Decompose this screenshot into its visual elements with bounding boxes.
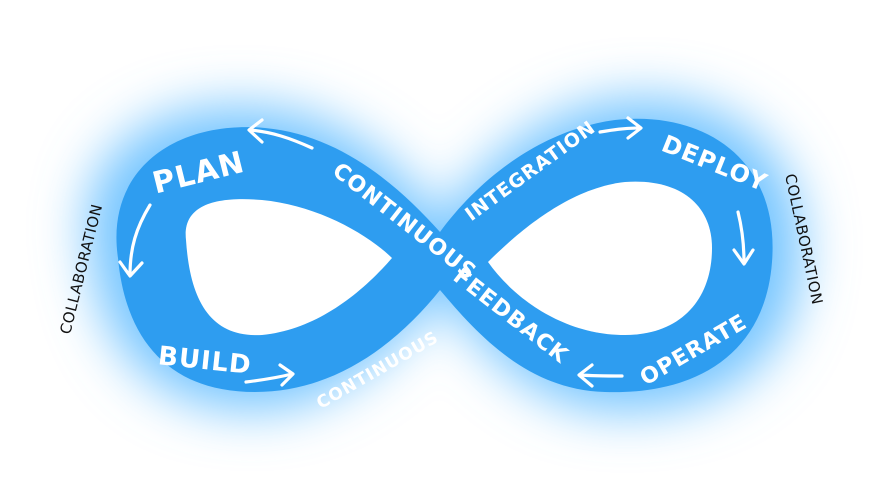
arrow-build-to-continuous-icon	[244, 363, 295, 387]
arrow-plan-to-build-icon	[118, 203, 152, 278]
left-hole	[185, 199, 392, 336]
arrow-integration-to-deploy-icon	[598, 116, 643, 140]
arrow-operate-to-feedback-icon	[577, 363, 624, 388]
arrow-to-plan-icon	[247, 118, 314, 150]
arrow-deploy-to-operate-icon	[732, 210, 755, 266]
right-hole	[488, 181, 712, 335]
